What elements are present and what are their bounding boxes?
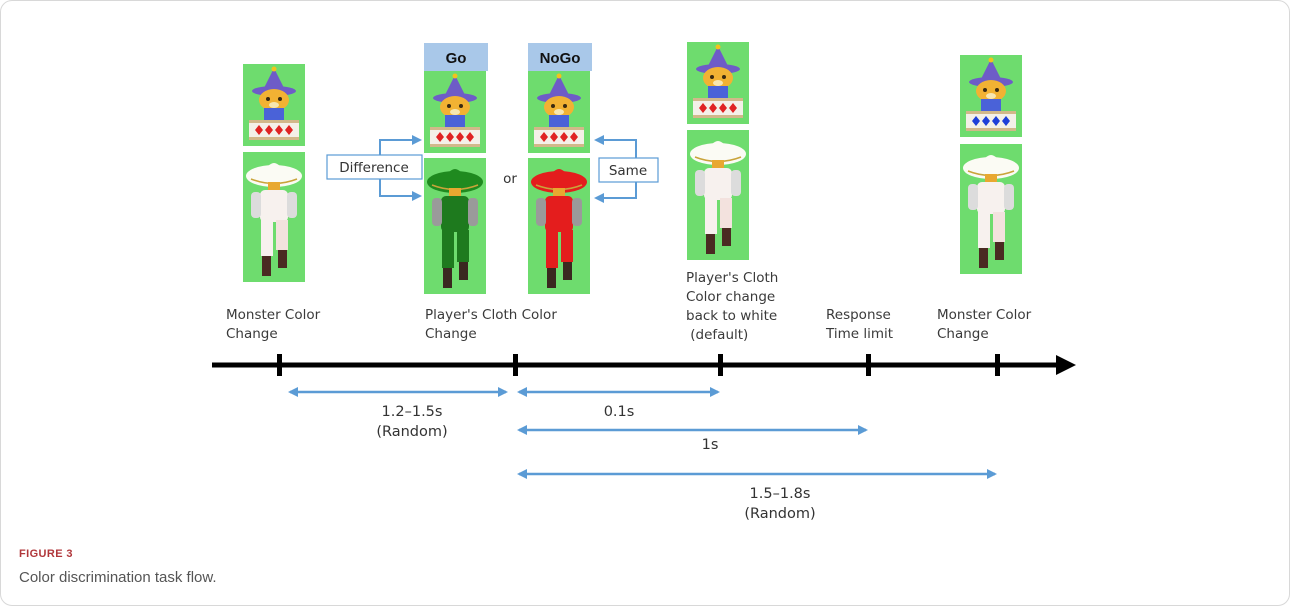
event-line: Change [226,326,278,342]
event-line: Response [826,307,891,323]
monster-sprite-blue [960,55,1022,137]
same-bracket: Same [594,135,659,203]
duration-interval-random: 1.2–1.5s (Random) [288,387,508,440]
player-sprite-red [527,157,591,295]
tick-next-monster-change [995,354,1000,376]
or-label: or [503,171,517,187]
nogo-header [528,43,592,71]
duration-line: 1.5–1.8s [750,486,811,502]
figure-label: FIGURE 3 [19,548,73,560]
player-sprite-green [423,157,487,295]
event-line: Time limit [825,326,893,342]
duration-interval-flash: 0.1s [517,387,720,420]
event-monster-color-change-2: Monster Color Change [937,307,1032,342]
tick-cloth-color-change [513,354,518,376]
event-line: back to white [686,308,777,324]
go-header [424,43,488,71]
monster-sprite-red [243,64,305,146]
duration-line: 1s [702,437,719,453]
nogo-header-label: NoGo [540,50,581,67]
monster-sprite-red [424,71,486,153]
event-line: Player's Cloth [686,270,778,286]
event-monster-color-change-1: Monster Color Change [226,307,321,342]
event-player-cloth-color-change: Player's Cloth Color Change [425,307,557,342]
player-sprite-white [959,143,1023,275]
event-cloth-back-to-white: Player's Cloth Color change back to whit… [686,270,778,343]
go-header-label: Go [446,50,467,67]
timeline-arrowhead [1056,355,1076,375]
tick-response-time-limit [866,354,871,376]
event-line: Monster Color [937,307,1032,323]
duration-interval-next-trial: 1.5–1.8s (Random) [517,469,997,522]
event-line: Monster Color [226,307,321,323]
duration-line: (Random) [376,424,447,440]
figure-caption: Color discrimination task flow. [19,569,217,586]
timeline [212,354,1076,376]
player-sprite-white [242,151,306,283]
player-sprite-white [686,129,750,261]
event-line: (default) [686,327,748,343]
event-response-time-limit: Response Time limit [825,307,893,342]
duration-line: 1.2–1.5s [382,404,443,420]
monster-sprite-red [528,71,590,153]
tick-monster-color-change [277,354,282,376]
tick-back-to-white [718,354,723,376]
monster-sprite-red [687,42,749,124]
difference-label: Difference [339,160,409,176]
duration-interval-response: 1s [517,425,868,453]
event-line: Color change [686,289,775,305]
difference-bracket: Difference [326,135,423,201]
event-line: Player's Cloth Color [425,307,557,323]
duration-line: 0.1s [604,404,635,420]
event-line: Change [937,326,989,342]
event-line: Change [425,326,477,342]
same-label: Same [609,163,647,179]
duration-line: (Random) [744,506,815,522]
